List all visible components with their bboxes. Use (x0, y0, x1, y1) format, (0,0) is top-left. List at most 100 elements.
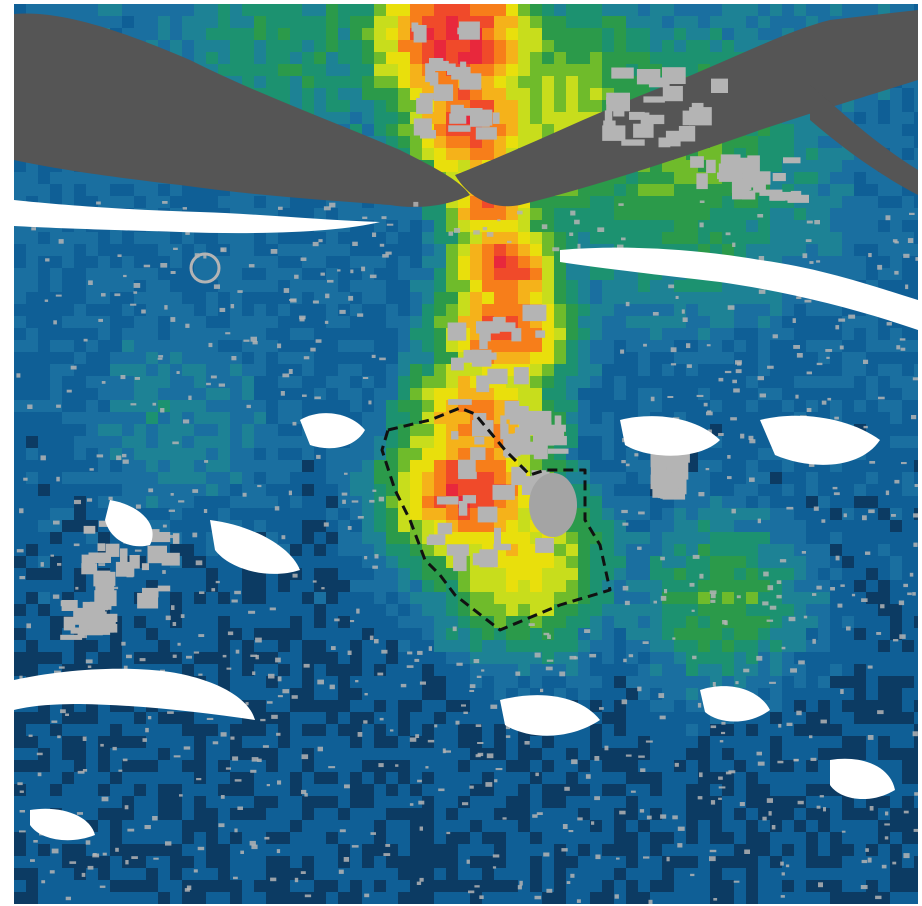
heat-cell (614, 220, 627, 233)
heat-cell (818, 628, 831, 641)
heat-cell (782, 244, 795, 257)
heat-cell (578, 268, 591, 281)
heat-cell (530, 124, 543, 137)
heat-cell (458, 712, 471, 725)
heat-cell (710, 640, 723, 653)
heat-cell (914, 748, 918, 761)
heat-cell (62, 256, 75, 269)
heat-cell (158, 304, 171, 317)
heat-cell (878, 460, 891, 473)
heat-cell (386, 280, 399, 293)
heat-cell (218, 232, 231, 245)
heat-cell (398, 700, 411, 713)
heat-cell (878, 508, 891, 521)
heat-cell (230, 412, 243, 425)
heat-cell (242, 280, 255, 293)
heat-cell (326, 232, 339, 245)
heat-cell (494, 16, 507, 29)
heat-cell (122, 328, 135, 341)
heat-cell (890, 460, 903, 473)
heat-cell (830, 4, 843, 17)
heat-cell (662, 592, 675, 605)
heat-cell (122, 280, 135, 293)
heat-cell (26, 436, 39, 449)
heat-cell (302, 520, 315, 533)
heat-cell (866, 484, 879, 497)
heat-cell (722, 388, 735, 401)
heat-cell (830, 472, 843, 485)
heat-cell (158, 652, 171, 665)
heat-cell (842, 460, 855, 473)
heat-cell (482, 604, 495, 617)
heat-cell (206, 556, 219, 569)
heat-cell (782, 520, 795, 533)
heat-cell (398, 52, 411, 65)
heat-cell (566, 400, 579, 413)
heat-cell (806, 640, 819, 653)
heat-cell (806, 688, 819, 701)
heat-cell (326, 4, 339, 17)
heat-cell (806, 376, 819, 389)
heat-cell (122, 196, 135, 209)
heat-cell (122, 4, 135, 17)
heat-cell (50, 388, 63, 401)
heat-cell (698, 232, 711, 245)
heat-cell (638, 520, 651, 533)
heat-cell (854, 748, 867, 761)
heat-cell (278, 412, 291, 425)
heat-cell (194, 724, 207, 737)
heat-cell (446, 52, 459, 65)
heat-cell (218, 388, 231, 401)
heat-cell (302, 676, 315, 689)
heat-cell (434, 316, 447, 329)
heat-cell (182, 376, 195, 389)
heat-cell (278, 40, 291, 53)
heat-cell (890, 196, 903, 209)
heat-cell (374, 28, 387, 41)
heat-cell (254, 628, 267, 641)
heat-cell (146, 352, 159, 365)
heat-cell (362, 520, 375, 533)
heat-cell (362, 76, 375, 89)
heat-cell (866, 556, 879, 569)
heat-cell (686, 676, 699, 689)
heat-cell (374, 664, 387, 677)
heat-cell (518, 616, 531, 629)
heat-cell (518, 292, 531, 305)
heat-cell (566, 100, 579, 113)
heat-cell (374, 592, 387, 605)
heat-cell (854, 616, 867, 629)
heat-cell (158, 328, 171, 341)
heat-cell (482, 28, 495, 41)
heat-cell (338, 280, 351, 293)
heat-cell (662, 652, 675, 665)
heat-cell (302, 484, 315, 497)
heat-cell (878, 568, 891, 581)
heat-cell (26, 460, 39, 473)
heat-cell (350, 472, 363, 485)
heat-cell (410, 292, 423, 305)
heat-cell (746, 508, 759, 521)
heat-cell (506, 628, 519, 641)
heat-cell (398, 460, 411, 473)
heat-cell (746, 424, 759, 437)
heat-cell (494, 340, 507, 353)
heat-cell (866, 232, 879, 245)
heat-cell (854, 544, 867, 557)
heat-cell (26, 472, 39, 485)
heat-cell (746, 676, 759, 689)
heat-cell (314, 472, 327, 485)
heat-cell (722, 760, 735, 773)
heat-cell (338, 376, 351, 389)
heat-cell (914, 544, 918, 557)
heat-cell (806, 388, 819, 401)
heat-cell (770, 340, 783, 353)
heat-cell (302, 460, 315, 473)
heat-cell (338, 592, 351, 605)
heat-cell (566, 628, 579, 641)
heat-cell (662, 532, 675, 545)
heat-cell (854, 712, 867, 725)
heat-cell (62, 304, 75, 317)
heat-cell (806, 148, 819, 161)
heat-cell (374, 232, 387, 245)
